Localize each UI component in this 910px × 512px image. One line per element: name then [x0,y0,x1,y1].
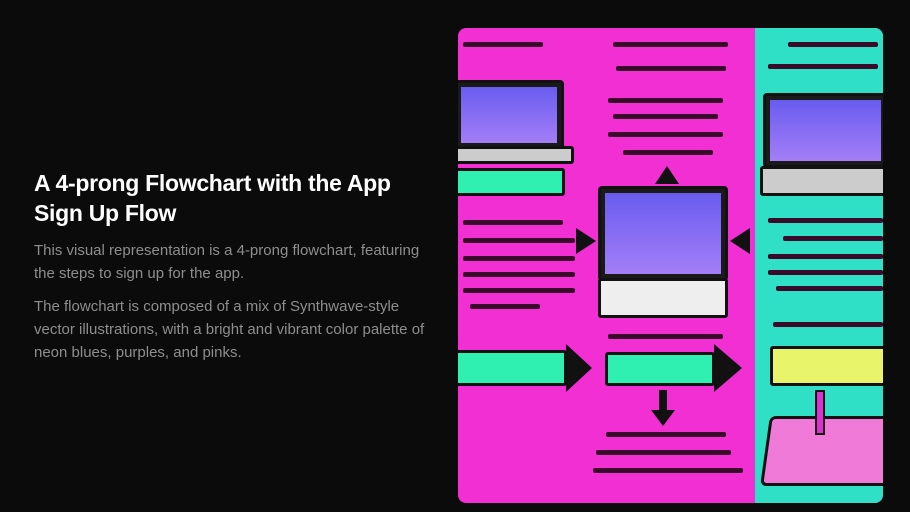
text-line [768,270,883,275]
arrow-up-icon [655,166,679,184]
arrow-up-stem [815,390,825,435]
text-line [463,238,575,243]
green-arrow-box-2 [605,352,715,386]
text-line [783,236,883,241]
laptop-center [598,186,728,281]
text-line [773,322,883,327]
text-line [463,272,575,277]
text-line [596,450,731,455]
section-title: A 4-prong Flowchart with the App Sign Up… [34,170,391,226]
laptop-left-base [458,146,574,164]
text-line [608,334,723,339]
text-line [768,254,883,259]
text-line [623,150,713,155]
text-line [616,66,726,71]
text-line [463,220,563,225]
arrow-down-stem [659,390,667,412]
text-line [606,432,726,437]
text-line [608,98,723,103]
arrow-right-icon [566,344,592,392]
laptop-right-base [760,166,883,196]
arrow-left-icon [730,228,750,254]
text-line [593,468,743,473]
left-step-box [458,168,565,196]
text-line [463,42,543,47]
text-line [776,286,883,291]
text-line [470,304,540,309]
laptop-right [763,93,883,168]
arrow-right-icon [576,228,596,254]
text-line [768,64,878,69]
green-arrow-box-1 [458,350,567,386]
flowchart-illustration [458,28,883,503]
text-line [768,218,883,223]
laptop-center-base [598,278,728,318]
description-paragraph-1: This visual representation is a 4-prong … [34,242,420,282]
result-box [770,346,883,386]
text-line [463,256,575,261]
text-line [613,42,728,47]
text-line [463,288,575,293]
text-line [608,132,723,137]
text-line [613,114,718,119]
arrow-right-icon [714,344,742,392]
laptop-left [458,80,564,150]
arrow-down-icon [651,410,675,426]
text-line [788,42,878,47]
description-paragraph-2: The flowchart is composed of a mix of Sy… [34,298,425,361]
